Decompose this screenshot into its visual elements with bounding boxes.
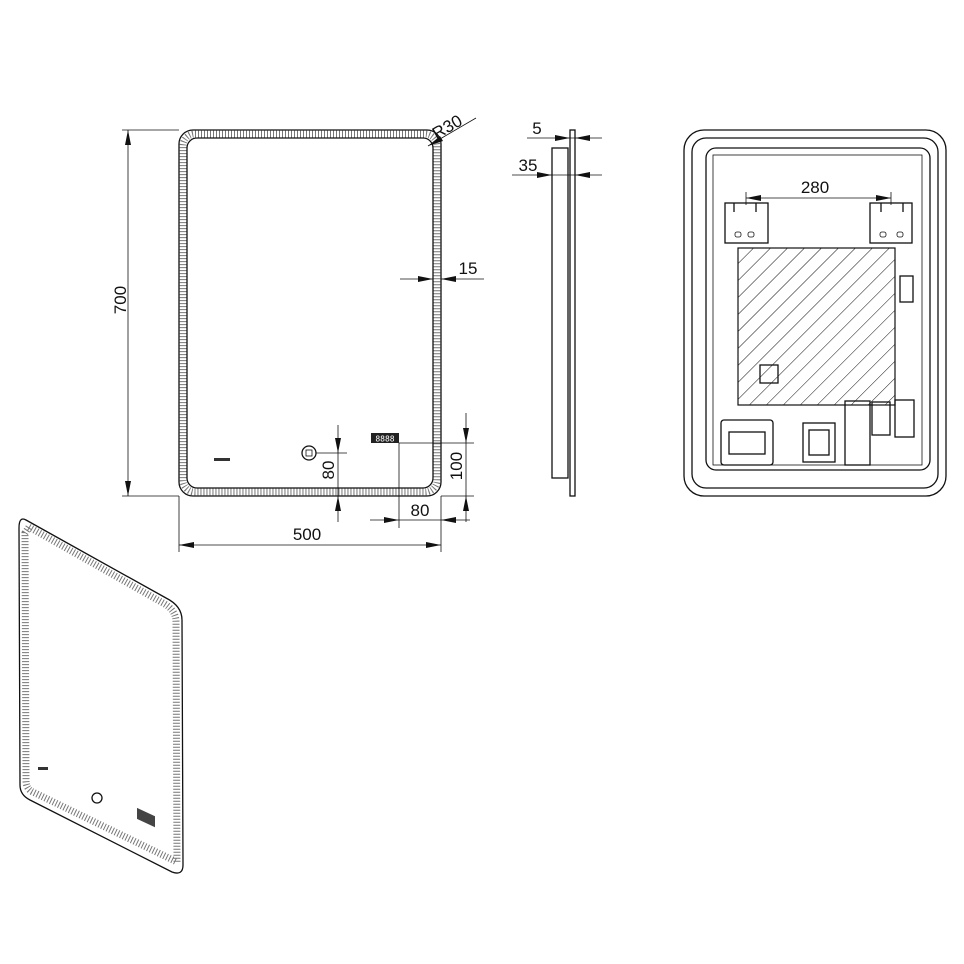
side-view: 5 35 xyxy=(512,119,602,497)
dim-width: 500 xyxy=(293,525,321,544)
led-border-band xyxy=(179,130,441,496)
display-digits: 8888 xyxy=(375,435,394,444)
brand-logo xyxy=(214,458,230,461)
transformer xyxy=(802,422,836,463)
mounting-bracket-right xyxy=(869,202,913,244)
touch-switch-icon xyxy=(301,445,317,461)
dim-panel: 5 xyxy=(532,119,541,138)
controller-module xyxy=(844,400,871,466)
led-driver xyxy=(720,419,774,466)
heating-pad xyxy=(737,247,896,406)
dim-height: 700 xyxy=(111,286,130,314)
digital-display: 8888 xyxy=(371,433,399,444)
dim-border: 15 xyxy=(459,259,478,278)
dim-touch-offset: 80 xyxy=(319,461,338,480)
mirror-inner-edge xyxy=(186,137,434,489)
dim-bracket-spacing: 280 xyxy=(801,178,829,197)
mounting-bracket-left xyxy=(724,202,769,244)
perspective-view xyxy=(18,518,184,874)
dim-depth: 35 xyxy=(519,156,538,175)
dim-display-height: 100 xyxy=(447,452,466,480)
front-view: 8888 700 R30 15 80 100 80 xyxy=(111,111,484,552)
mirror-outline xyxy=(178,129,442,497)
dim-display-offset: 80 xyxy=(411,501,430,520)
back-view: 280 xyxy=(683,129,947,497)
